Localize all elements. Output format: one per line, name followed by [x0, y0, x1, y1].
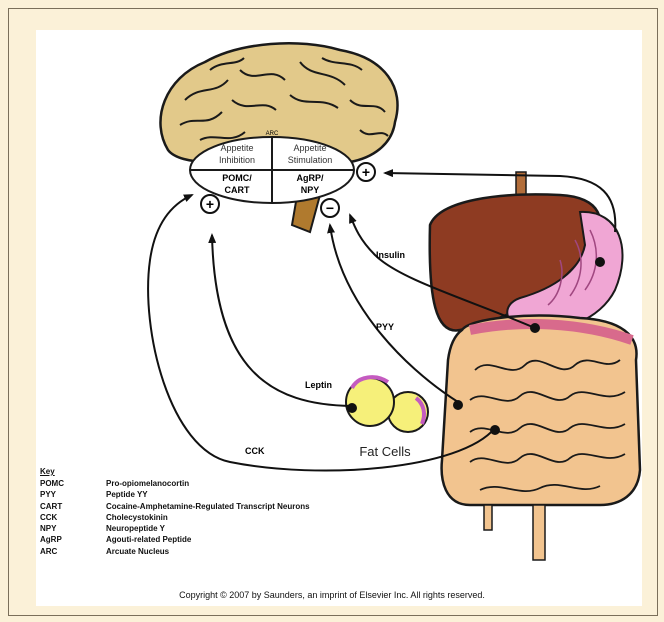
- npy-label: NPY: [301, 185, 320, 195]
- copyright-notice: Copyright © 2007 by Saunders, an imprint…: [0, 590, 664, 600]
- inhibition-line1: Appetite: [220, 143, 253, 153]
- plus-sign-right: +: [357, 163, 375, 181]
- fat-cells-label: Fat Cells: [359, 444, 411, 459]
- insulin-label: Insulin: [376, 250, 405, 260]
- key-title: Key: [40, 467, 310, 476]
- inhibition-line2: Inhibition: [219, 155, 255, 165]
- svg-text:−: −: [326, 200, 334, 216]
- svg-text:+: +: [362, 164, 370, 180]
- agrp-label: AgRP/: [297, 173, 324, 183]
- stomach-signal-dot: [595, 257, 605, 267]
- gut-pyy-dot: [453, 400, 463, 410]
- pomc-label: POMC/: [222, 173, 252, 183]
- fat-cells-illustration: [346, 377, 428, 432]
- gut-cck-dot: [490, 425, 500, 435]
- fat-signal-dot: [347, 403, 357, 413]
- cart-label: CART: [225, 185, 250, 195]
- arc-label: ARC: [266, 131, 279, 137]
- pancreas-signal-dot: [530, 323, 540, 333]
- cck-label: CCK: [245, 446, 265, 456]
- stimulation-line2: Stimulation: [288, 155, 333, 165]
- leptin-label: Leptin: [305, 380, 332, 390]
- plus-sign-left: +: [201, 195, 219, 213]
- stimulation-line1: Appetite: [293, 143, 326, 153]
- pyy-label: PYY: [376, 322, 394, 332]
- svg-text:+: +: [206, 196, 214, 212]
- intestine-illustration: [442, 316, 640, 560]
- minus-sign: −: [321, 199, 339, 217]
